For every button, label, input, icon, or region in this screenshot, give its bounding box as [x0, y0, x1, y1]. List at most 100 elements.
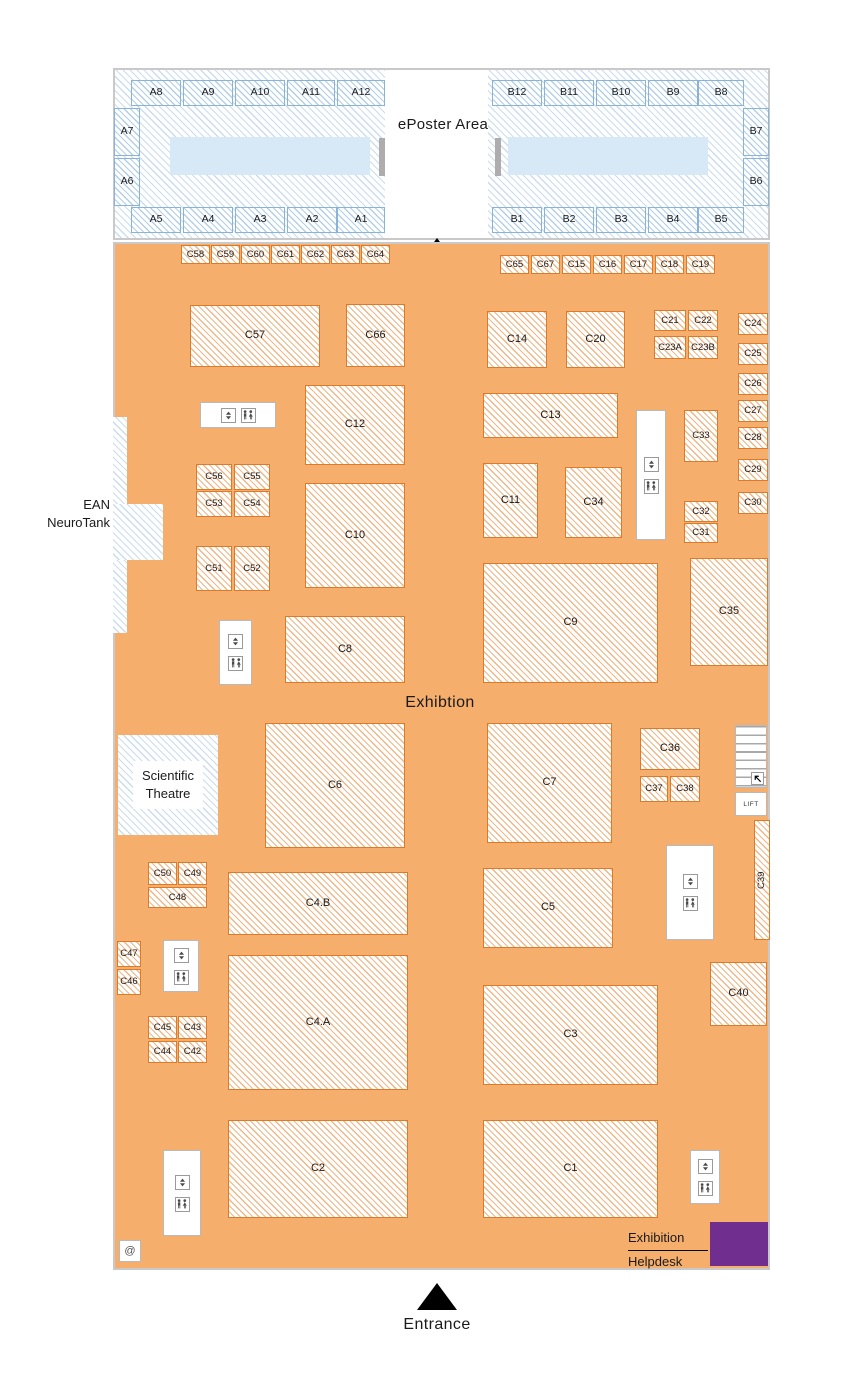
- booth-c60: C60: [241, 245, 270, 264]
- booth-c65: C65: [500, 255, 529, 274]
- booth-b8: B8: [698, 80, 744, 106]
- scientific-theatre-label: Scientific Theatre: [132, 761, 204, 809]
- booth-c64: C64: [361, 245, 390, 264]
- facility-box: [666, 845, 714, 940]
- booth-c48: C48: [148, 887, 207, 908]
- booth-c49: C49: [178, 862, 207, 885]
- booth-c62: C62: [301, 245, 330, 264]
- booth-c61: C61: [271, 245, 300, 264]
- booth-c34: C34: [565, 467, 622, 538]
- helpdesk-label-line2: Helpdesk: [628, 1253, 683, 1269]
- booth-c44: C44: [148, 1041, 177, 1063]
- facility-box: [200, 402, 276, 428]
- booth-c58: C58: [181, 245, 210, 264]
- booth-c9: C9: [483, 563, 658, 683]
- booth-a9: A9: [183, 80, 233, 106]
- wall-segment: [379, 138, 385, 176]
- booth-c8: C8: [285, 616, 405, 683]
- exhibition-helpdesk-area: [710, 1222, 768, 1266]
- lift-icon: [697, 1158, 713, 1174]
- booth-c1: C1: [483, 1120, 658, 1218]
- booth-c63: C63: [331, 245, 360, 264]
- booth-c56: C56: [196, 464, 232, 490]
- booth-b10: B10: [596, 80, 646, 106]
- booth-c47: C47: [117, 941, 141, 967]
- exhibition-helpdesk-label: Exhibition Helpdesk: [628, 1229, 708, 1272]
- booth-c59: C59: [211, 245, 240, 264]
- booth-c20: C20: [566, 311, 625, 368]
- booth-a1: A1: [337, 207, 385, 233]
- booth-c12: C12: [305, 385, 405, 465]
- restrooms-icon: [697, 1180, 713, 1196]
- booth-c37: C37: [640, 776, 668, 802]
- restrooms-icon: [228, 656, 243, 671]
- booth-b3: B3: [596, 207, 646, 233]
- scientific-theatre: Scientific Theatre: [118, 735, 218, 835]
- booth-c26: C26: [738, 373, 768, 395]
- booth-b6: B6: [743, 158, 769, 206]
- booth-b9: B9: [648, 80, 698, 106]
- ean-neurotank-area: [113, 504, 163, 560]
- booth-c23a: C23A: [654, 336, 686, 359]
- booth-c25: C25: [738, 343, 768, 365]
- eposter-board-left: [170, 137, 370, 175]
- booth-c19: C19: [686, 255, 715, 274]
- booth-c40: C40: [710, 962, 767, 1026]
- restrooms-icon: [240, 407, 256, 423]
- lift-icon: [228, 634, 243, 649]
- booth-c6: C6: [265, 723, 405, 848]
- booth-a3: A3: [235, 207, 285, 233]
- entrance-arrow-icon: [417, 1283, 457, 1310]
- booth-c46: C46: [117, 969, 141, 995]
- booth-c50: C50: [148, 862, 177, 885]
- booth-c51: C51: [196, 546, 232, 591]
- booth-c4b: C4.B: [228, 872, 408, 935]
- booth-c2: C2: [228, 1120, 408, 1218]
- booth-a8: A8: [131, 80, 181, 106]
- booth-b5: B5: [698, 207, 744, 233]
- booth-a6: A6: [114, 158, 140, 206]
- booth-a11: A11: [287, 80, 335, 106]
- facility-box: [219, 620, 252, 685]
- booth-c15: C15: [562, 255, 591, 274]
- booth-c43: C43: [178, 1016, 207, 1039]
- booth-c38: C38: [670, 776, 700, 802]
- helpdesk-label-line1: Exhibition: [628, 1229, 708, 1251]
- booth-c57: C57: [190, 305, 320, 367]
- facility-box: [163, 940, 199, 992]
- lift-icon: [220, 407, 236, 423]
- booth-b1: B1: [492, 207, 542, 233]
- booth-c35: C35: [690, 558, 768, 666]
- stairs-arrow-icon: [751, 772, 764, 785]
- restrooms-icon: [174, 1196, 190, 1212]
- booth-c39: C39: [754, 820, 770, 940]
- ean-neurotank-label-line2: NeuroTank: [47, 515, 110, 531]
- booth-c22: C22: [688, 310, 718, 331]
- booth-c28: C28: [738, 427, 768, 449]
- booth-c33: C33: [684, 410, 718, 462]
- exhibition-hall-title: Exhibtion: [405, 694, 475, 711]
- booth-c14: C14: [487, 311, 547, 368]
- booth-c42: C42: [178, 1041, 207, 1063]
- booth-c3: C3: [483, 985, 658, 1085]
- facility-box: [163, 1150, 201, 1236]
- lift-label: LIFT: [735, 792, 767, 816]
- stairs-icon: [735, 725, 767, 788]
- lift-icon: [173, 947, 189, 963]
- booth-c45: C45: [148, 1016, 177, 1039]
- booth-c23b: C23B: [688, 336, 718, 359]
- booth-b2: B2: [544, 207, 594, 233]
- booth-c55: C55: [234, 464, 270, 490]
- lift-icon: [174, 1174, 190, 1190]
- booth-a10: A10: [235, 80, 285, 106]
- booth-c13: C13: [483, 393, 618, 438]
- booth-c27: C27: [738, 400, 768, 422]
- booth-c11: C11: [483, 463, 538, 538]
- eposter-area-title: ePoster Area: [397, 116, 489, 133]
- booth-c54: C54: [234, 491, 270, 517]
- booth-c10: C10: [305, 483, 405, 588]
- booth-b12: B12: [492, 80, 542, 106]
- booth-c24: C24: [738, 313, 768, 335]
- booth-c67: C67: [531, 255, 560, 274]
